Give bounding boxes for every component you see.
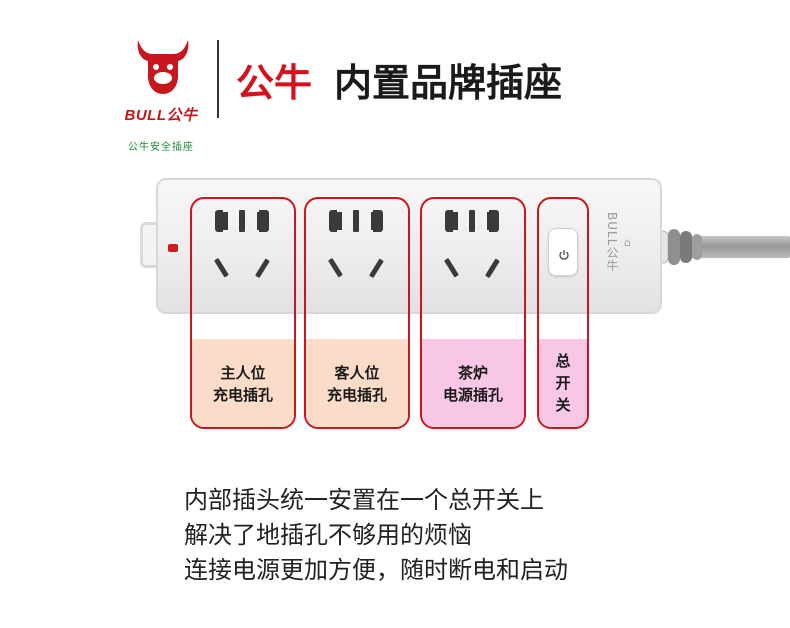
feature-description: 内部插头统一安置在一个总开关上 解决了地插孔不够用的烦恼 连接电源更加方便，随时… <box>184 483 568 588</box>
socket-label-line2: 充电插孔 <box>326 386 387 404</box>
strip-emblem-icon: ⌂ <box>624 236 631 249</box>
socket-label-line1: 客人位 <box>334 364 380 382</box>
main-switch-label-char: 开 <box>555 374 571 392</box>
socket-outline-guest: 客人位 充电插孔 <box>304 197 410 429</box>
socket-label-area <box>306 339 408 427</box>
brand-name: 公牛 <box>236 61 313 105</box>
product-name: 内置品牌插座 <box>334 61 563 105</box>
main-switch-label: 总开关 <box>540 350 586 416</box>
power-icon <box>558 246 570 265</box>
logo-tagline: 公牛安全插座 <box>128 142 194 153</box>
socket-holes-icon <box>328 210 384 278</box>
power-indicator-light <box>168 244 178 252</box>
socket-label-line2: 电源插孔 <box>442 386 503 404</box>
bull-head-icon <box>137 40 189 94</box>
main-power-switch[interactable] <box>548 228 578 276</box>
socket-label: 客人位 充电插孔 <box>306 362 408 406</box>
logo-wordmark: BULL公牛 <box>124 107 198 124</box>
header-divider <box>217 40 219 118</box>
socket-face <box>197 204 289 314</box>
socket-label-line1: 茶炉 <box>457 364 488 382</box>
socket-label-line2: 充电插孔 <box>212 386 273 404</box>
description-line: 连接电源更加方便，随时断电和启动 <box>184 556 568 584</box>
socket-outline-host: 主人位 充电插孔 <box>190 197 296 429</box>
socket-holes-icon <box>444 210 500 278</box>
main-switch-label-char: 总 <box>555 352 571 370</box>
switch-label-area <box>539 339 587 427</box>
socket-label-line1: 主人位 <box>220 364 266 382</box>
socket-holes-icon <box>214 210 270 278</box>
main-switch-label-char: 关 <box>555 396 571 414</box>
main-switch-label-text: 总开关 <box>540 350 586 416</box>
socket-face <box>427 204 519 314</box>
main-switch-outline <box>537 197 589 429</box>
socket-face <box>311 204 403 314</box>
description-line: 解决了地插孔不够用的烦恼 <box>184 521 472 549</box>
socket-outline-kettle: 茶炉 电源插孔 <box>420 197 526 429</box>
page-title: 公牛内置品牌插座 <box>236 60 562 106</box>
socket-label: 主人位 充电插孔 <box>192 362 294 406</box>
description-line: 内部插头统一安置在一个总开关上 <box>184 486 544 514</box>
strip-brand-label: BULL公牛 <box>605 212 619 273</box>
socket-label: 茶炉 电源插孔 <box>422 362 524 406</box>
socket-label-area <box>422 339 524 427</box>
bull-logo: BULL公牛 公牛安全插座 <box>108 34 218 153</box>
socket-label-area <box>192 339 294 427</box>
